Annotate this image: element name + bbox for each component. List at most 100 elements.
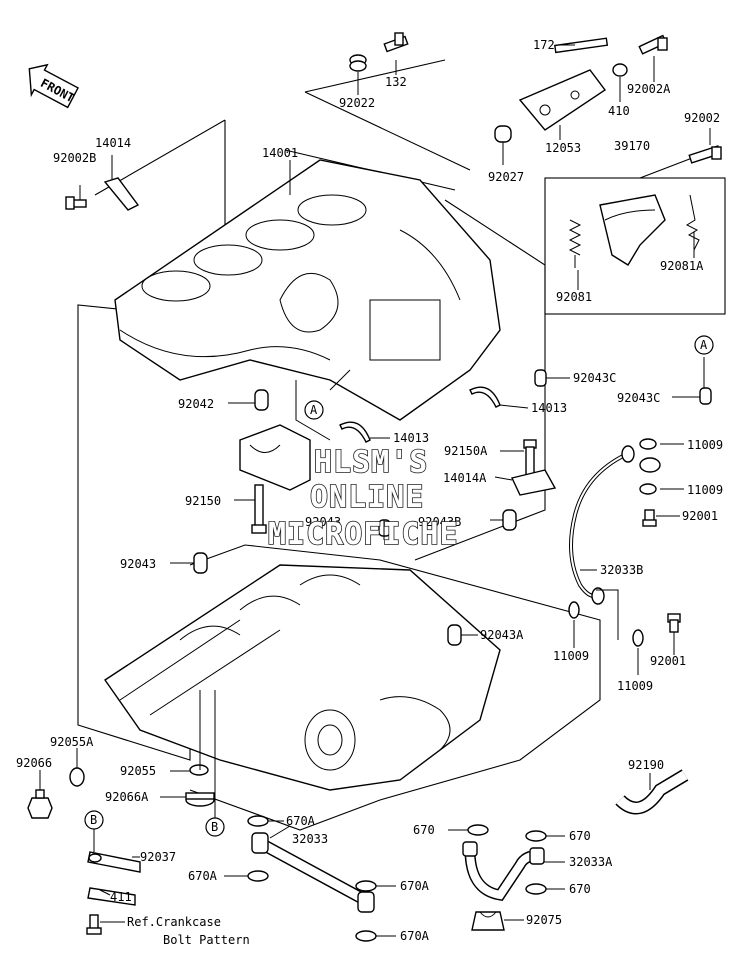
tensioner-39170 — [599, 194, 666, 266]
label-92066a: 92066A — [105, 790, 149, 804]
label-39170: 39170 — [614, 139, 650, 153]
part-labels: 172 132 92022 92002A 410 12053 92027 391… — [16, 38, 723, 947]
label-670a-c: 670A — [400, 879, 430, 893]
dowel-92043c — [534, 369, 547, 387]
label-92066: 92066 — [16, 756, 52, 770]
label-92001-b: 92001 — [650, 654, 686, 668]
callout-a-right: A — [694, 335, 714, 355]
label-32033b: 32033B — [600, 563, 643, 577]
label-92055a: 92055A — [50, 735, 94, 749]
label-92150a: 92150A — [444, 444, 488, 458]
oring-92055a — [69, 767, 85, 787]
upper-crankcase — [114, 159, 501, 421]
callout-b-lower: B — [205, 817, 225, 837]
oring-670-a — [467, 824, 489, 836]
label-172: 172 — [533, 38, 555, 52]
gasket-11009-d — [568, 601, 580, 619]
arc-14013-upper — [469, 386, 501, 408]
label-11009-b: 11009 — [687, 483, 723, 497]
label-92001-a: 92001 — [682, 509, 718, 523]
label-14013-a: 14013 — [531, 401, 567, 415]
label-92037: 92037 — [140, 850, 176, 864]
collar-92027 — [494, 125, 512, 143]
bolt-92150a — [523, 439, 537, 478]
bolt-92002 — [688, 145, 722, 164]
oring-670a-d — [355, 930, 377, 942]
dowel-92043 — [193, 552, 208, 574]
ref-crankcase-line2: Bolt Pattern — [163, 933, 250, 947]
label-92002a: 92002A — [627, 82, 671, 96]
hose-92190 — [615, 769, 689, 815]
label-14001: 14001 — [262, 146, 298, 160]
callout-a-upper: A — [304, 400, 324, 420]
dowel-92043a — [447, 624, 462, 646]
label-92043-b: 92043 — [120, 557, 156, 571]
plate-411 — [87, 887, 136, 906]
clip-92075 — [471, 911, 505, 931]
oring-670-c — [525, 883, 547, 895]
plate-14014 — [103, 177, 140, 211]
label-670-b: 670 — [569, 829, 591, 843]
label-670-c: 670 — [569, 882, 591, 896]
label-670a-b: 670A — [188, 869, 218, 883]
plug-92066a — [185, 792, 215, 807]
label-92043c-b: 92043C — [617, 391, 660, 405]
label-132: 132 — [385, 75, 407, 89]
label-92043b: 92043B — [418, 515, 461, 529]
watermark-line-2: ONLINE — [310, 480, 424, 515]
label-411: 411 — [110, 890, 132, 904]
label-670a-a: 670A — [286, 814, 316, 828]
oring-92055 — [189, 764, 209, 776]
label-92043: 92043 — [305, 515, 341, 529]
plate-14014a — [511, 469, 557, 496]
oil-pipe-32033a — [462, 841, 545, 902]
dowel-92043b — [502, 509, 517, 531]
tensioner-box — [544, 177, 726, 315]
gasket-11009-e — [632, 629, 644, 647]
svg-text:A: A — [700, 338, 708, 352]
label-12053: 12053 — [545, 141, 581, 155]
label-92043a: 92043A — [480, 628, 524, 642]
watermark-line-3: MICROFICHE — [268, 517, 459, 552]
bolt-92001-a — [642, 509, 657, 527]
label-11009-c: 11009 — [553, 649, 589, 663]
oring-670-b — [525, 830, 547, 842]
watermark-line-1: HLSM'S — [314, 445, 428, 480]
label-32033: 32033 — [292, 832, 328, 846]
label-92042: 92042 — [178, 397, 214, 411]
label-92075: 92075 — [526, 913, 562, 927]
label-92022: 92022 — [339, 96, 375, 110]
label-14014: 14014 — [95, 136, 131, 150]
bolt-92001-b — [667, 613, 681, 633]
label-14014a: 14014A — [443, 471, 487, 485]
bolt-92150 — [251, 484, 267, 534]
plug-92066 — [27, 789, 53, 819]
oil-pipe-32033b — [569, 445, 635, 605]
label-92150: 92150 — [185, 494, 221, 508]
label-11009-a: 11009 — [687, 438, 723, 452]
dowel-92042 — [254, 389, 269, 411]
svg-text:A: A — [310, 403, 318, 417]
bolt-92002a — [638, 34, 668, 55]
gasket-11009-b — [639, 457, 661, 473]
bolt-132 — [383, 32, 409, 53]
label-92002b: 92002B — [53, 151, 96, 165]
leader-lines — [39, 44, 711, 937]
lower-case-frame — [189, 544, 601, 831]
label-670-a: 670 — [413, 823, 435, 837]
oring-670a-c — [355, 880, 377, 892]
watermark: HLSM'S ONLINE MICROFICHE — [267, 444, 459, 553]
washer-410 — [612, 63, 628, 77]
dowel-92043c-right — [699, 387, 712, 405]
label-92027: 92027 — [488, 170, 524, 184]
oring-670a-a — [247, 815, 269, 827]
oil-pipe-32033 — [251, 832, 375, 913]
svg-text:B: B — [90, 813, 97, 827]
label-11009-d: 11009 — [617, 679, 653, 693]
spring-92081 — [568, 219, 582, 268]
label-14013-b: 14013 — [393, 431, 429, 445]
gasket-11009-c — [639, 483, 657, 495]
label-92002: 92002 — [684, 111, 720, 125]
spring-92081a — [685, 194, 700, 251]
